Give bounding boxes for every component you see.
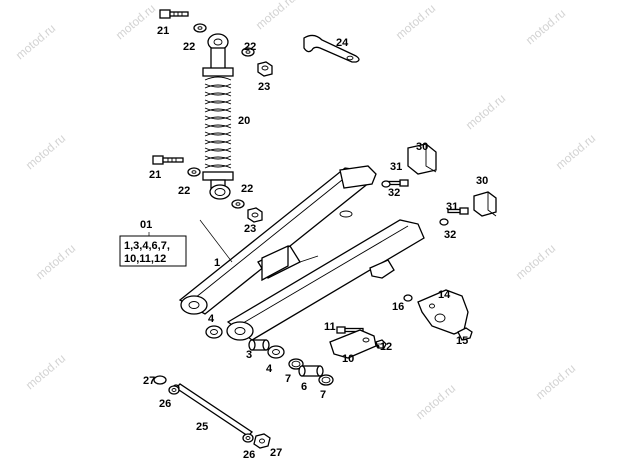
- bolt-31: [447, 207, 469, 215]
- callout-27: 27: [143, 375, 155, 387]
- bolt-31: [387, 179, 409, 187]
- callout-6: 6: [301, 381, 307, 393]
- upper-bolt-21: [159, 9, 189, 19]
- watermark-text: motod.ru: [113, 1, 158, 42]
- leader-lines: [148, 219, 384, 345]
- callout-23: 23: [244, 223, 256, 235]
- guide-10: [329, 329, 377, 359]
- shock-absorber-20: [202, 33, 234, 200]
- washer-hole: [191, 170, 197, 174]
- sleeve-6: [298, 365, 324, 377]
- callout-31: 31: [390, 161, 402, 173]
- swingarm-1: [178, 165, 425, 341]
- washer-26: [242, 433, 254, 443]
- watermark-text: motod.ru: [533, 361, 578, 402]
- callout-24: 24: [336, 37, 349, 49]
- watermark-text: motod.ru: [393, 1, 438, 42]
- chain-adjuster-30: [473, 191, 497, 217]
- callout-25: 25: [196, 421, 208, 433]
- callout-26: 26: [243, 449, 255, 461]
- bolt-15: [457, 327, 473, 341]
- callout-7: 7: [320, 389, 326, 401]
- chain-guide-24: [303, 34, 360, 63]
- watermark-text: motod.ru: [13, 21, 58, 62]
- nut-27: [253, 433, 271, 449]
- nut-23: [247, 207, 263, 223]
- callout-23: 23: [258, 81, 270, 93]
- washer-hole: [235, 202, 241, 206]
- callout-31: 31: [446, 201, 458, 213]
- callout-30: 30: [476, 175, 488, 187]
- washer-7: [288, 358, 304, 370]
- callout-22: 22: [244, 41, 256, 53]
- washer-22: [231, 199, 245, 209]
- callout-32: 32: [388, 187, 400, 199]
- chain-adjuster-30: [407, 143, 437, 175]
- callout-22: 22: [178, 185, 190, 197]
- callout-1: 1: [214, 257, 220, 269]
- callout-26: 26: [159, 398, 171, 410]
- callout-3: 3: [246, 349, 252, 361]
- washer-32: [439, 218, 449, 226]
- washer-22: [193, 23, 207, 33]
- callout-10: 10: [342, 353, 354, 365]
- watermark-text: motod.ru: [253, 0, 298, 32]
- callout-30: 30: [416, 141, 428, 153]
- callout-22: 22: [241, 183, 253, 195]
- kit-box: 01 1,3,4,6,7, 10,11,12: [119, 219, 187, 267]
- washer-hole: [245, 50, 251, 54]
- watermark-text: motod.ru: [413, 381, 458, 422]
- washer-26: [168, 385, 180, 395]
- washer-hole: [171, 388, 177, 392]
- kit-box-frame: [119, 235, 187, 267]
- bushing-4: [267, 345, 285, 359]
- callout-14: 14: [438, 289, 451, 301]
- bushing-4: [205, 325, 223, 339]
- callout-15: 15: [456, 335, 468, 347]
- callout-20: 20: [238, 115, 250, 127]
- callout-32: 32: [444, 229, 456, 241]
- washer-hole: [321, 376, 331, 384]
- kit-line-1: 1,3,4,6,7,: [124, 240, 170, 252]
- callout-21: 21: [157, 25, 169, 37]
- washer-22: [187, 167, 201, 177]
- callout-22: 22: [183, 41, 195, 53]
- watermark-text: motod.ru: [523, 6, 568, 47]
- washer-32: [381, 180, 391, 188]
- watermark-text: motod.ru: [513, 241, 558, 282]
- watermark-text: motod.ru: [553, 131, 598, 172]
- nut-27: [153, 375, 167, 385]
- watermark-text: motod.ru: [33, 241, 78, 282]
- nut-23: [257, 61, 273, 77]
- callout-21: 21: [149, 169, 161, 181]
- watermark-text: motod.ru: [23, 351, 68, 392]
- kit-number: 01: [140, 219, 152, 231]
- callout-11: 11: [324, 321, 336, 333]
- callout-labels: 21 22 22 23 24 20 21 22 22 23 30 31 32 3…: [143, 25, 488, 461]
- washer-hole: [245, 436, 251, 440]
- callout-4: 4: [266, 363, 273, 375]
- lower-bolt-21: [152, 155, 184, 165]
- watermark-text: motod.ru: [23, 131, 68, 172]
- bearing-3: [248, 339, 270, 351]
- washer-7: [318, 374, 334, 386]
- pivot-shaft-25: [172, 383, 254, 437]
- kit-line-2: 10,11,12: [124, 253, 166, 265]
- bolt-11: [336, 326, 364, 334]
- callout-27: 27: [270, 447, 282, 459]
- washer-22: [241, 47, 255, 57]
- callout-4: 4: [208, 313, 215, 325]
- callout-16: 16: [392, 301, 404, 313]
- washer-16: [403, 294, 413, 302]
- callout-12: •12: [376, 341, 392, 353]
- washer-hole: [291, 360, 301, 368]
- callout-7: 7: [285, 373, 291, 385]
- washer-hole: [197, 26, 203, 30]
- watermark-text: motod.ru: [463, 91, 508, 132]
